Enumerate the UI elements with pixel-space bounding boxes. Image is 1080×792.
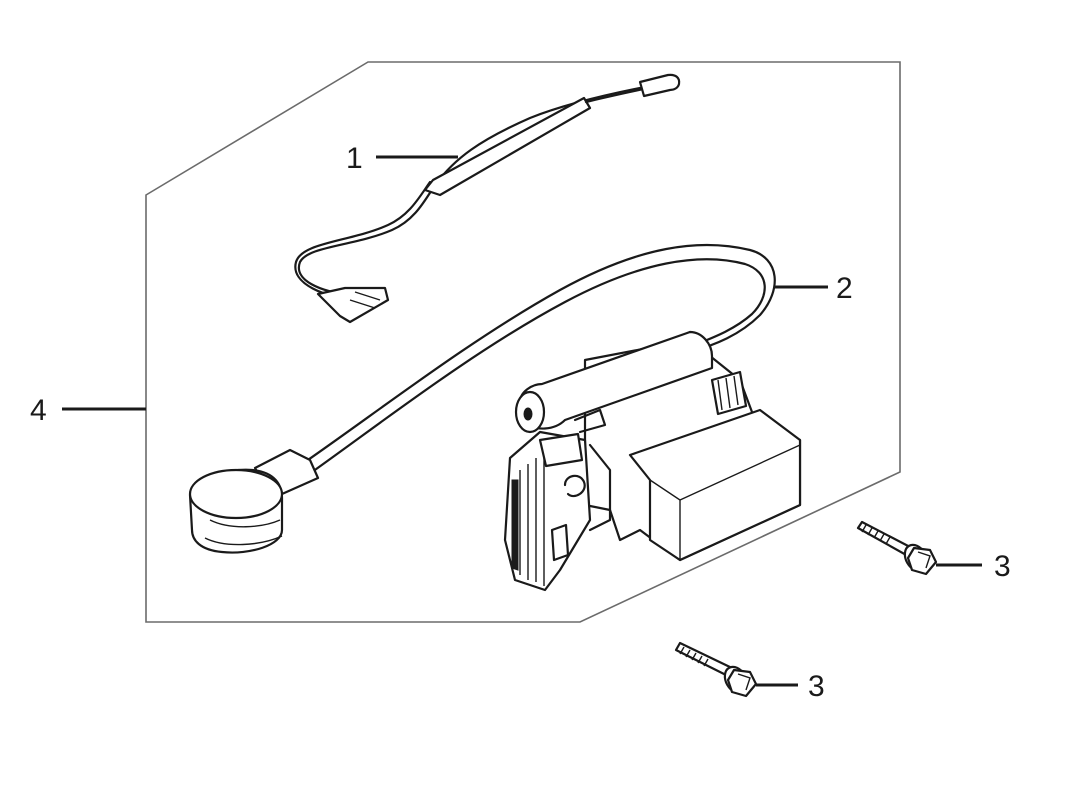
callout-2: 2 xyxy=(836,272,853,305)
flange-bolt-icon xyxy=(856,520,938,576)
wire-harness-icon xyxy=(294,73,681,324)
callout-4: 4 xyxy=(30,394,47,427)
callout-1: 1 xyxy=(346,142,363,175)
flange-bolt-icon xyxy=(674,641,758,698)
ignition-coil-icon xyxy=(188,243,802,592)
assembly-outline xyxy=(145,61,901,623)
callout-3a: 3 xyxy=(994,550,1011,583)
callout-3b: 3 xyxy=(808,670,825,703)
